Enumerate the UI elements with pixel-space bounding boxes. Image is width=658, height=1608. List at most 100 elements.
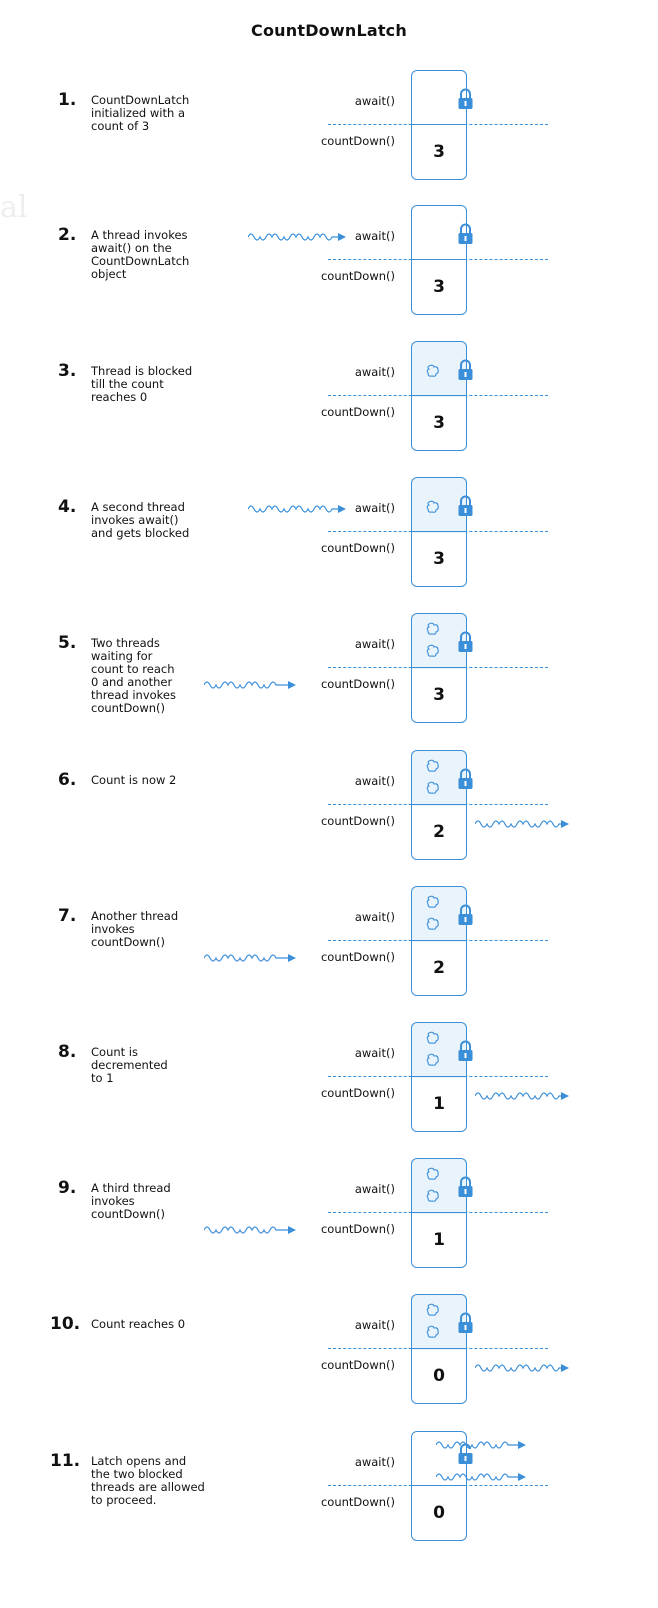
latch-count-value: 1	[433, 1094, 445, 1114]
lock-icon	[457, 904, 474, 926]
countdown-label: countDown()	[320, 950, 395, 964]
blocked-thread-icon	[426, 1030, 440, 1044]
latch-await-section	[411, 1022, 467, 1078]
blocked-thread-icon	[426, 780, 440, 794]
latch-count-value: 3	[433, 685, 445, 705]
latch-count-value: 3	[433, 549, 445, 569]
step-10: 10. Count reaches 0 await() countDown() 0	[0, 1294, 658, 1434]
lock-icon	[457, 1312, 474, 1334]
lock-icon	[457, 768, 474, 790]
step-number: 10.	[50, 1314, 81, 1334]
lock-icon	[457, 1176, 474, 1198]
blocked-thread-icon	[426, 643, 440, 657]
blocked-thread-icon	[426, 894, 440, 908]
countdown-label: countDown()	[320, 1495, 395, 1509]
thread-arrow-icon	[435, 1469, 526, 1488]
await-label: await()	[354, 774, 395, 788]
step-number: 3.	[58, 361, 77, 381]
latch-await-section	[411, 1158, 467, 1214]
blocked-thread-icon	[426, 1166, 440, 1180]
lock-icon	[457, 359, 474, 381]
countdown-label: countDown()	[320, 269, 395, 283]
latch-count-value: 3	[433, 142, 445, 162]
await-label: await()	[354, 229, 395, 243]
step-description: Thread is blocked till the count reaches…	[91, 364, 193, 404]
blocked-thread-icon	[426, 1324, 440, 1338]
lock-icon	[457, 88, 474, 110]
countdown-label: countDown()	[320, 1358, 395, 1372]
diagram-title: CountDownLatch	[251, 21, 407, 40]
latch-count-value: 0	[433, 1366, 445, 1386]
step-number: 1.	[58, 90, 77, 110]
blocked-thread-icon	[426, 758, 440, 772]
latch-count-value: 3	[433, 413, 445, 433]
await-label: await()	[354, 1182, 395, 1196]
blocked-thread-icon	[426, 499, 440, 513]
lock-icon	[457, 223, 474, 245]
step-number: 2.	[58, 225, 77, 245]
countdown-label: countDown()	[320, 1222, 395, 1236]
step-number: 9.	[58, 1178, 77, 1198]
latch-divider-line	[328, 1348, 548, 1349]
step-2: 2.A thread invokes await() on the CountD…	[0, 205, 658, 345]
latch-divider-line	[328, 940, 548, 941]
latch-await-section	[411, 477, 467, 533]
thread-arrow-icon	[474, 1360, 569, 1379]
latch-divider-line	[328, 531, 548, 532]
await-label: await()	[354, 1318, 395, 1332]
step-9: 9.A third thread invokes countDown()awai…	[0, 1158, 658, 1298]
blocked-thread-icon	[426, 1052, 440, 1066]
latch-divider-line	[328, 1076, 548, 1077]
step-description: Latch opens and the two blocked threads …	[91, 1454, 205, 1507]
blocked-thread-icon	[426, 363, 440, 377]
step-11: 11.Latch opens and the two blocked threa…	[0, 1431, 658, 1571]
thread-arrow-icon	[474, 816, 569, 835]
await-label: await()	[354, 1455, 395, 1469]
countdown-label: countDown()	[320, 814, 395, 828]
step-description: Another thread invokes countDown()	[91, 909, 179, 949]
step-number: 5.	[58, 633, 77, 653]
thread-arrow-icon	[247, 501, 346, 520]
latch-divider-line	[328, 395, 548, 396]
await-label: await()	[354, 637, 395, 651]
step-number: 6.	[58, 770, 77, 790]
latch-divider-line	[328, 259, 548, 260]
lock-icon	[457, 1040, 474, 1062]
step-number: 4.	[58, 497, 77, 517]
step-1: 1. CountDownLatch initialized with a coun…	[0, 70, 658, 210]
step-description: CountDownLatch initialized with a count …	[91, 93, 190, 133]
countdown-label: countDown()	[320, 134, 395, 148]
blocked-thread-icon	[426, 1188, 440, 1202]
watermark-text: al	[0, 190, 28, 225]
countdown-label: countDown()	[320, 677, 395, 691]
thread-arrow-icon	[203, 1222, 296, 1241]
step-7: 7. Another thread invokes countDown() awai…	[0, 886, 658, 1026]
step-description: Count reaches 0	[91, 1317, 186, 1331]
step-number: 7.	[58, 906, 77, 926]
latch-await-section	[411, 341, 467, 397]
step-3: 3. Thread is blocked till the count reach…	[0, 341, 658, 481]
step-5: 5.Two threads waiting for count to reach…	[0, 613, 658, 753]
latch-await-section	[411, 1294, 467, 1350]
step-description: Count is decremented to 1	[91, 1045, 168, 1085]
await-label: await()	[354, 94, 395, 108]
await-label: await()	[354, 365, 395, 379]
latch-count-value: 0	[433, 1503, 445, 1523]
thread-arrow-icon	[247, 229, 346, 248]
latch-await-section	[411, 750, 467, 806]
thread-arrow-icon	[203, 677, 296, 696]
countdown-label: countDown()	[320, 1086, 395, 1100]
await-label: await()	[354, 910, 395, 924]
latch-divider-line	[328, 667, 548, 668]
await-label: await()	[354, 1046, 395, 1060]
countdown-label: countDown()	[320, 541, 395, 555]
countdown-label: countDown()	[320, 405, 395, 419]
blocked-thread-icon	[426, 621, 440, 635]
latch-count-value: 2	[433, 958, 445, 978]
lock-icon	[457, 495, 474, 517]
latch-count-value: 1	[433, 1230, 445, 1250]
latch-await-section	[411, 613, 467, 669]
latch-divider-line	[328, 1485, 548, 1486]
